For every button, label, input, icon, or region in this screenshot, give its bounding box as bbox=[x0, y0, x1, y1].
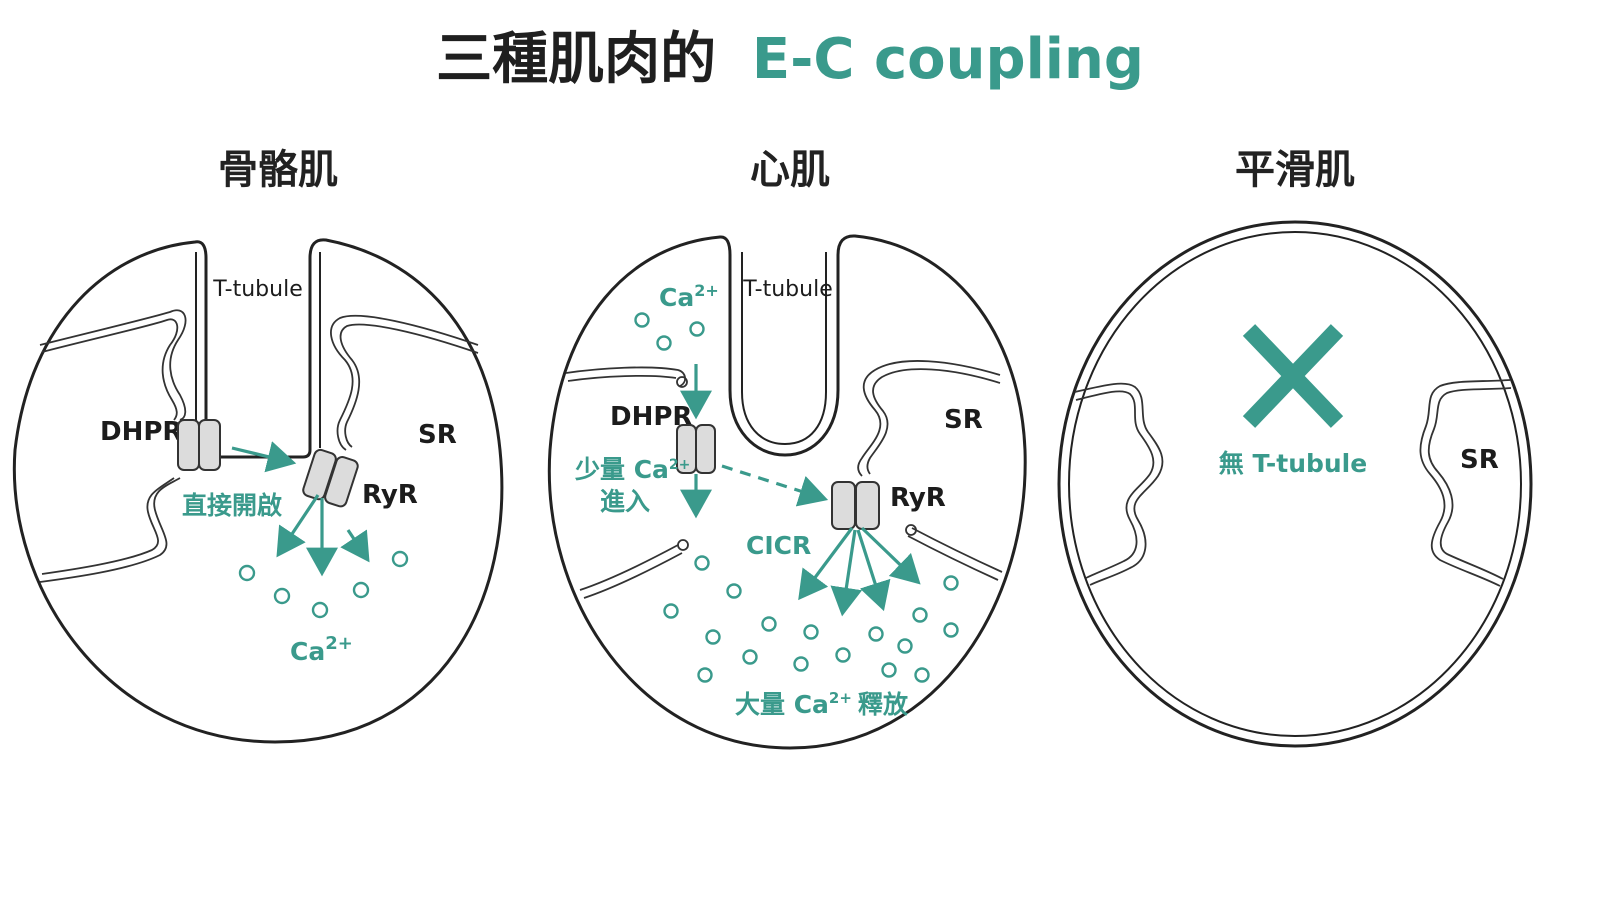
smooth-sr-left bbox=[1074, 382, 1164, 586]
cardiac-release-verb: 釋放 bbox=[858, 690, 909, 719]
cardiac-calcium-ions bbox=[663, 555, 959, 683]
skeletal-sr-left bbox=[39, 309, 187, 583]
cardiac-sr-left-top bbox=[565, 366, 686, 387]
cardiac-ryr-channel bbox=[831, 481, 880, 530]
main-title-prefix: 三種肌肉的 bbox=[436, 27, 716, 92]
cardiac-sr-label: SR bbox=[944, 405, 983, 435]
skeletal-release-arrow-3 bbox=[340, 529, 370, 563]
cardiac-release-text: 大量 Ca bbox=[735, 690, 829, 719]
skeletal-sr-right bbox=[330, 314, 479, 451]
skeletal-sr-label: SR bbox=[418, 420, 457, 450]
cardiac-calcium-top-label: Ca2+ bbox=[659, 281, 719, 312]
cardiac-sr-left-top-end bbox=[676, 376, 688, 388]
skeletal-calcium-ions bbox=[238, 550, 409, 619]
cardiac-calcium-top-symbol: Ca bbox=[659, 283, 694, 312]
smooth-no-t-tubule-label: 無 T-tubule bbox=[1219, 449, 1367, 478]
cardiac-sr-right-bottom bbox=[911, 527, 1003, 573]
skeletal-calcium-label: Ca2+ bbox=[290, 633, 353, 666]
cardiac-sr-left-bottom bbox=[579, 544, 679, 591]
skeletal-t-tubule-label: T-tubule bbox=[212, 277, 302, 302]
smooth-sr-right-inner bbox=[1427, 387, 1512, 580]
cardiac-cicr-label: CICR bbox=[746, 531, 811, 560]
cardiac-calcium-top-charge: 2+ bbox=[694, 281, 719, 300]
cardiac-extracellular-ions bbox=[634, 312, 705, 351]
skeletal-release-arrow-1 bbox=[276, 494, 320, 558]
skeletal-dhpr-label: DHPR bbox=[100, 417, 182, 447]
cardiac-release-charge: 2+ bbox=[829, 689, 852, 707]
cardiac-release-arrow-3 bbox=[856, 529, 891, 612]
skeletal-mechanism-label: 直接開啟 bbox=[182, 491, 282, 520]
cardiac-release-arrow-2 bbox=[830, 529, 863, 617]
cardiac-release-arrow-1 bbox=[798, 527, 854, 601]
cardiac-dhpr-channel bbox=[676, 424, 716, 474]
skeletal-sr-left-inner bbox=[41, 318, 179, 575]
smooth-cell-membrane bbox=[1057, 220, 1533, 748]
skeletal-calcium-charge: 2+ bbox=[325, 633, 353, 654]
skeletal-direct-arrow bbox=[231, 441, 297, 473]
smooth-sr-right bbox=[1419, 379, 1511, 587]
smooth-muscle-cell: 無 T-tubule SR bbox=[1057, 220, 1533, 748]
cardiac-muscle-cell: T-tubule Ca2+ DHPR SR RyR 少量 bbox=[547, 234, 1027, 750]
cardiac-release-arrow-4 bbox=[860, 526, 921, 585]
cardiac-influx-label-line2: 進入 bbox=[600, 487, 650, 516]
cardiac-sr-right-top-inner bbox=[866, 368, 1001, 475]
no-t-tubule-cross-icon bbox=[1242, 324, 1344, 428]
skeletal-dhpr-channel bbox=[177, 419, 221, 471]
skeletal-muscle-cell: T-tubule DHPR SR RyR 直接開啟 Ca2+ bbox=[12, 238, 504, 744]
cardiac-influx-label-line1: 少量 Ca2+ bbox=[574, 455, 690, 484]
smooth-panel-title: 平滑肌 bbox=[1235, 147, 1355, 193]
skeletal-cell-membrane bbox=[12, 238, 504, 744]
smooth-sr-label: SR bbox=[1460, 445, 1499, 475]
cardiac-sr-right-top bbox=[857, 360, 1001, 477]
cardiac-panel-title: 心肌 bbox=[750, 147, 830, 193]
skeletal-ryr-label: RyR bbox=[362, 480, 418, 510]
cardiac-sr-left-bottom-inner bbox=[583, 552, 683, 599]
cardiac-cell-membrane bbox=[547, 234, 1027, 750]
main-title-accent: E-C coupling bbox=[752, 27, 1144, 92]
cardiac-influx-charge: 2+ bbox=[669, 457, 690, 473]
skeletal-sr-right-inner bbox=[339, 323, 479, 448]
smooth-cell-membrane-inner bbox=[1068, 231, 1522, 737]
cardiac-sr-left-top-inner bbox=[567, 374, 677, 382]
skeletal-ryr-channel bbox=[302, 448, 359, 508]
cardiac-sr-right-bottom-end bbox=[905, 524, 917, 536]
cardiac-influx-text: 少量 Ca bbox=[574, 455, 669, 484]
cardiac-t-tubule-inner bbox=[741, 252, 827, 446]
cardiac-sr-left-bottom-end bbox=[677, 539, 689, 551]
smooth-sr-left-inner bbox=[1075, 390, 1155, 579]
cardiac-sr-right-bottom-inner bbox=[907, 535, 999, 581]
main-title: 三種肌肉的 E-C coupling bbox=[436, 27, 1144, 92]
cardiac-t-tubule-label: T-tubule bbox=[742, 277, 832, 302]
skeletal-calcium-symbol: Ca bbox=[290, 637, 325, 666]
cardiac-release-label: 大量 Ca2+ 釋放 bbox=[735, 689, 909, 719]
cardiac-ryr-label: RyR bbox=[890, 483, 946, 513]
skeletal-panel-title: 骨骼肌 bbox=[218, 147, 338, 193]
